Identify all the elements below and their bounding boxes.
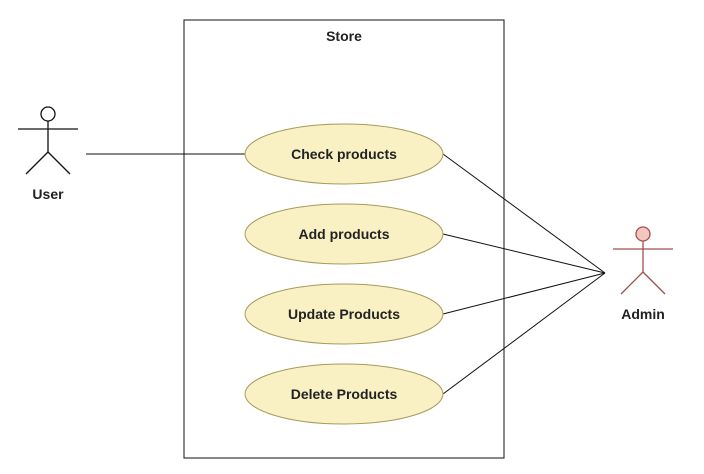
actor-user-right-leg [47,151,71,175]
actor-admin-left-leg [620,271,644,295]
actor-user[interactable] [18,106,78,175]
actor-user-head [40,106,56,122]
actor-admin-label: Admin [621,306,665,322]
use-case-ellipse[interactable] [244,363,444,425]
use-case-delete-products[interactable]: Delete Products [244,363,444,425]
use-case-label: Update Products [288,306,400,322]
use-case-ellipse[interactable] [244,123,444,185]
use-case-ellipse[interactable] [244,283,444,345]
associations [86,153,606,395]
actor-admin-right-leg [642,271,666,295]
association-admin-check-products[interactable] [442,153,606,274]
actor-user-left-leg [25,151,49,175]
system-title: Store [326,28,362,44]
use-case-check-products[interactable]: Check products [244,123,444,185]
association-admin-update-products[interactable] [442,272,606,315]
use-case-ellipse[interactable] [244,203,444,265]
use-case-add-products[interactable]: Add products [244,203,444,265]
use-case-label: Add products [299,226,390,242]
actor-user-label: User [32,186,64,202]
use-case-label: Delete Products [291,386,398,402]
association-admin-delete-products[interactable] [442,272,606,395]
association-admin-add-products[interactable] [442,233,606,274]
use-case-update-products[interactable]: Update Products [244,283,444,345]
actor-admin[interactable] [613,226,673,295]
actor-admin-head [635,226,651,242]
use-case-label: Check products [291,146,397,162]
